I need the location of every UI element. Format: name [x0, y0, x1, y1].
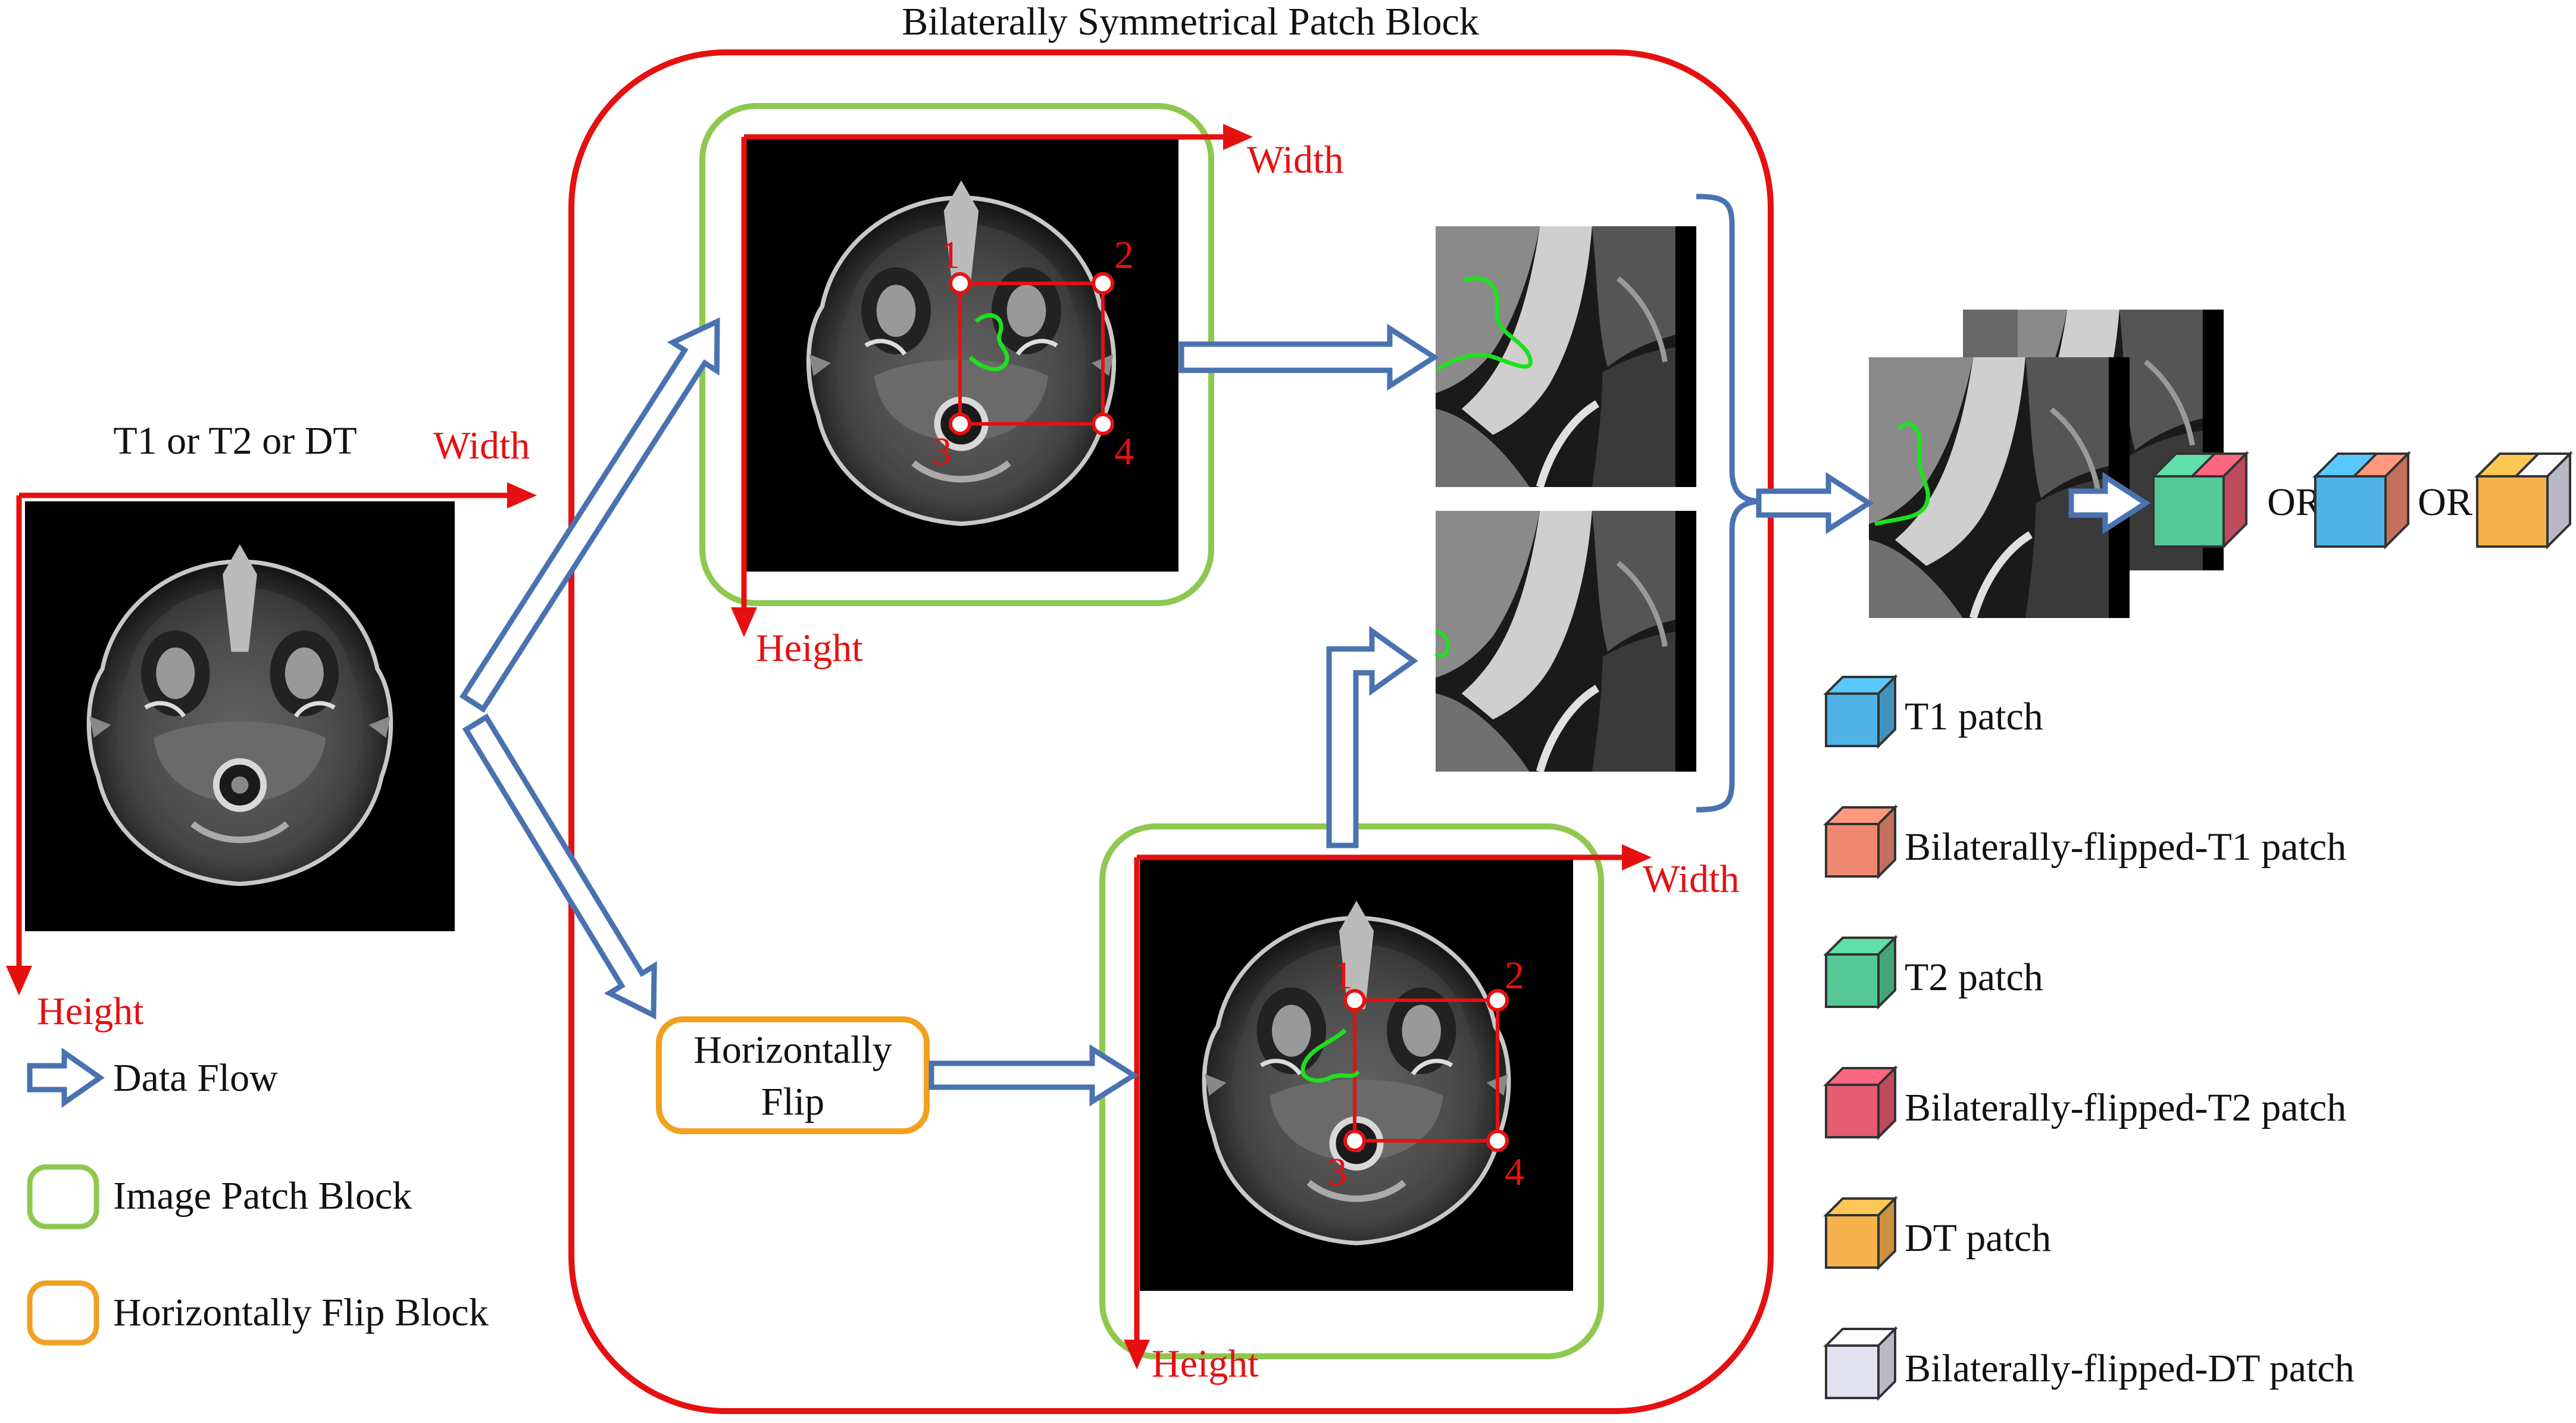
legend-cube-5-side [1877, 1196, 1896, 1271]
stacked-patch-contour [1874, 422, 1930, 526]
legend-label-6: Bilaterally-flipped-DT patch [1905, 1347, 2355, 1390]
top-corner-marker-4 [1092, 413, 1114, 435]
legend-cube-4 [1823, 1065, 1898, 1140]
arrow-bracket-to-stack [1756, 472, 1874, 535]
legend-label-2: Bilaterally-flipped-T1 patch [1905, 825, 2346, 869]
stacked-patch-front [1869, 357, 2130, 618]
legend-cube-5-front [1825, 1214, 1880, 1269]
output-cube-t2 [2150, 451, 2249, 550]
top-corner-number-1: 1 [940, 233, 960, 277]
flip-block-label-line-1: Horizontally [693, 1028, 892, 1072]
arrow-bottom-to-crop [1326, 626, 1418, 848]
output-cube-t1-front [2314, 475, 2387, 548]
top-width-arrowhead [1223, 124, 1253, 150]
bottom-cropped-patch [1436, 511, 1696, 772]
legend-cube-6-side [1877, 1326, 1896, 1401]
legend-data-flow-label: Data Flow [113, 1056, 278, 1100]
bottom-tumor-contour [1300, 1028, 1360, 1083]
legend-cube-1-side [1877, 674, 1896, 749]
legend-label-1: T1 patch [1905, 695, 2043, 738]
output-cube-t1 [2312, 451, 2411, 550]
arrow-flip-to-bottom [929, 1044, 1139, 1107]
legend-label-4: Bilaterally-flipped-T2 patch [1905, 1086, 2346, 1129]
legend-label-3: T2 patch [1905, 956, 2043, 999]
top-height-arrowhead [731, 607, 757, 637]
bottom-corner-marker-1 [1343, 989, 1366, 1012]
output-cube-t1-side [2384, 451, 2409, 550]
bottom-corner-marker-3 [1343, 1129, 1366, 1152]
output-cube-dt-front [2476, 475, 2549, 548]
bottom-corner-number-2: 2 [1505, 954, 1524, 997]
legend-cube-2-side [1877, 804, 1896, 879]
bottom-cropped-contour [1434, 629, 1450, 658]
or-label-2: OR [2418, 480, 2472, 524]
legend-cube-5 [1823, 1196, 1898, 1271]
output-cube-t2-side [2222, 451, 2247, 550]
top-corner-marker-2 [1092, 272, 1114, 295]
output-cube-dt [2474, 451, 2573, 550]
arrow-stack-to-cubes [2068, 472, 2151, 535]
legend-cube-6-front [1825, 1344, 1880, 1399]
or-label-1: OR [2267, 480, 2322, 524]
legend-cube-1 [1823, 674, 1898, 749]
top-tumor-contour [968, 313, 1009, 372]
top-cropped-contour [1436, 276, 1533, 372]
legend-cube-3-front [1825, 953, 1880, 1008]
bottom-corner-marker-4 [1486, 1129, 1509, 1152]
legend-cube-1-front [1825, 692, 1880, 747]
bilateral-patch-block [568, 49, 1774, 1414]
output-cube-t2-front [2152, 475, 2225, 548]
legend-cube-4-front [1825, 1084, 1880, 1138]
input-height-label: Height [37, 990, 144, 1033]
legend-cube-2-front [1825, 823, 1880, 878]
top-corner-number-3: 3 [932, 430, 952, 473]
bottom-width-arrowhead [1622, 844, 1652, 870]
legend-image-patch-block-label: Image Patch Block [113, 1174, 412, 1218]
bottom-width-label: Width [1643, 857, 1739, 901]
top-height-label: Height [756, 626, 863, 670]
top-width-label: Width [1247, 138, 1343, 182]
legend-data-flow-icon [27, 1047, 105, 1108]
top-corner-marker-1 [949, 272, 971, 295]
bottom-corner-marker-2 [1486, 989, 1509, 1012]
legend-cube-6 [1823, 1326, 1898, 1401]
bottom-height-arrowhead [1124, 1340, 1150, 1369]
top-corner-marker-3 [949, 413, 971, 435]
bottom-corner-number-4: 4 [1505, 1150, 1524, 1194]
input-width-arrowhead [507, 482, 537, 508]
legend-horizontal-flip-block-icon [27, 1280, 99, 1346]
top-axes [731, 124, 1253, 637]
legend-cube-3-side [1877, 935, 1896, 1010]
legend-horizontal-flip-block-label: Horizontally Flip Block [113, 1291, 489, 1334]
arrow-input-to-flip [462, 713, 657, 1020]
top-corner-number-4: 4 [1114, 430, 1134, 473]
legend-label-5: DT patch [1905, 1216, 2051, 1260]
input-label: T1 or T2 or DT [113, 419, 357, 463]
bottom-axes [1124, 844, 1652, 1369]
input-height-arrowhead [6, 966, 32, 996]
legend-cube-3 [1823, 935, 1898, 1010]
flip-block-label-line-2: Flip [761, 1080, 824, 1124]
output-cube-dt-side [2546, 451, 2571, 550]
top-patch-rectangle [958, 282, 1105, 426]
bottom-patch-rectangle [1353, 998, 1499, 1143]
arrow-input-to-top [459, 317, 720, 713]
input-mri-image [25, 501, 455, 931]
horizontal-flip-block [656, 1016, 930, 1134]
bottom-corner-number-1: 1 [1333, 954, 1353, 997]
block-title: Bilaterally Symmetrical Patch Block [902, 0, 1479, 43]
legend-image-patch-block-icon [27, 1164, 99, 1229]
input-width-label: Width [433, 424, 530, 467]
bottom-height-label: Height [1152, 1342, 1259, 1385]
legend-cube-4-side [1877, 1065, 1896, 1140]
top-corner-number-2: 2 [1114, 233, 1134, 277]
input-axes [6, 482, 537, 996]
bottom-corner-number-3: 3 [1327, 1150, 1347, 1194]
grouping-bracket [1696, 194, 1759, 813]
arrow-top-to-crop [1178, 323, 1440, 391]
legend-cube-2 [1823, 804, 1898, 879]
